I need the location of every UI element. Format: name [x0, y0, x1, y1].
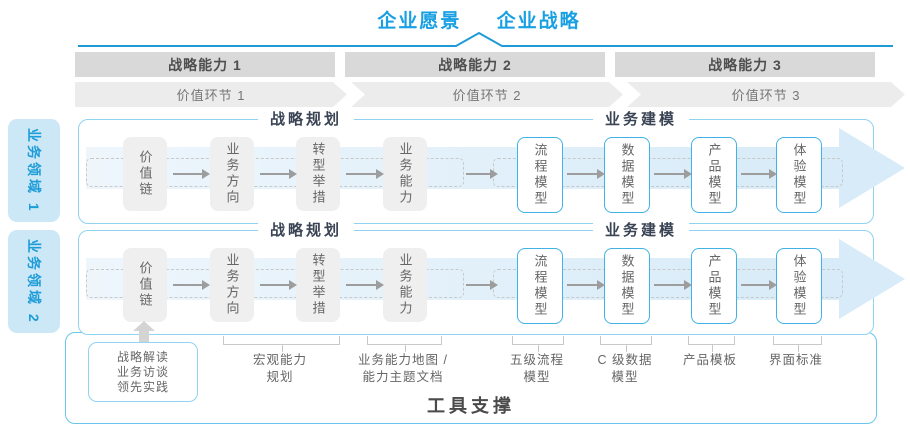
domain-tab-1: 业务领域 1	[8, 119, 60, 222]
value-chain-segment-1: 价值环节 1	[75, 82, 347, 107]
box-value-chain: 价值链	[123, 248, 167, 322]
vision-pointer-line	[78, 31, 893, 47]
tool-support-label: 工具支撑	[427, 396, 515, 416]
domain-row-2: 战略规划 业务建模 价值链 业务方向 转型举措 业务能力 流程模型 数据模型 产…	[78, 221, 905, 335]
flow-arrow-icon	[654, 169, 692, 179]
up-arrow-icon	[133, 321, 155, 342]
value-chain-segment-3: 价值环节 3	[627, 82, 905, 107]
box-process-model: 流程模型	[517, 248, 563, 324]
flow-band-arrowhead-icon	[839, 128, 905, 208]
box-experience-model: 体验模型	[776, 137, 822, 213]
section-title-modeling: 业务建模	[592, 110, 690, 130]
box-value-chain: 价值链	[123, 137, 167, 211]
note-five-level-process-model: 五级流程 模型	[509, 353, 565, 384]
flow-arrow-icon	[741, 169, 777, 179]
flow-arrow-icon	[173, 280, 210, 290]
box-data-model: 数据模型	[604, 137, 650, 213]
flow-arrow-icon	[260, 280, 297, 290]
vision-title: 企业愿景	[377, 11, 462, 32]
planning-dashed-track	[86, 269, 464, 298]
note-product-template: 产品模板	[682, 353, 738, 367]
flow-arrow-icon	[466, 169, 498, 179]
note-strategy-inputs: 战略解读 业务访谈 领先实践	[88, 342, 198, 402]
strategy-title: 企业战略	[496, 11, 581, 32]
domain-tab-1-label: 业务领域 1	[26, 127, 42, 214]
section-title-modeling: 业务建模	[592, 221, 690, 241]
flow-arrow-icon	[260, 169, 297, 179]
bracket-icon	[512, 336, 564, 352]
box-product-model: 产品模型	[691, 137, 737, 213]
section-title-planning: 战略规划	[257, 221, 355, 241]
box-business-direction: 业务方向	[210, 137, 254, 211]
box-business-direction: 业务方向	[210, 248, 254, 322]
section-title-planning: 战略规划	[257, 110, 355, 130]
bracket-icon	[223, 336, 340, 352]
flow-arrow-icon	[346, 280, 384, 290]
planning-dashed-track	[86, 158, 464, 187]
capability-segment-1: 战略能力 1	[75, 52, 335, 77]
box-data-model: 数据模型	[604, 248, 650, 324]
box-business-capability: 业务能力	[383, 248, 427, 322]
flow-arrow-icon	[654, 280, 692, 290]
value-chain-bar: 价值环节 1 价值环节 2 价值环节 3	[75, 82, 905, 107]
note-capability-map-docs: 业务能力地图 / 能力主题文档	[358, 353, 448, 384]
capability-bar: 战略能力 1 战略能力 2 战略能力 3	[75, 52, 875, 77]
bracket-icon	[688, 336, 735, 352]
capability-segment-3: 战略能力 3	[615, 52, 875, 77]
note-macro-capability-planning: 宏观能力 规划	[252, 353, 308, 384]
bracket-icon	[600, 336, 652, 352]
domain-tab-2: 业务领域 2	[8, 230, 60, 333]
flow-arrow-icon	[567, 169, 605, 179]
box-business-capability: 业务能力	[383, 137, 427, 211]
bracket-icon	[367, 336, 442, 352]
flow-arrow-icon	[466, 280, 498, 290]
flow-arrow-icon	[741, 280, 777, 290]
note-ui-standard: 界面标准	[768, 353, 824, 367]
page-title: 企业愿景 企业战略	[48, 6, 910, 33]
capability-segment-2: 战略能力 2	[345, 52, 605, 77]
note-c-level-data-model: C 级数据 模型	[597, 353, 653, 384]
box-product-model: 产品模型	[691, 248, 737, 324]
flow-band-arrowhead-icon	[839, 239, 905, 319]
flow-arrow-icon	[346, 169, 384, 179]
box-transformation-initiatives: 转型举措	[296, 137, 340, 211]
flow-arrow-icon	[567, 280, 605, 290]
domain-row-1: 战略规划 业务建模 价值链 业务方向 转型举措 业务能力 流程模型 数据模型 产…	[78, 110, 905, 224]
box-experience-model: 体验模型	[776, 248, 822, 324]
box-transformation-initiatives: 转型举措	[296, 248, 340, 322]
box-process-model: 流程模型	[517, 137, 563, 213]
domain-tab-2-label: 业务领域 2	[26, 238, 42, 325]
bracket-icon	[773, 336, 822, 352]
flow-arrow-icon	[173, 169, 210, 179]
value-chain-segment-2: 价值环节 2	[351, 82, 623, 107]
